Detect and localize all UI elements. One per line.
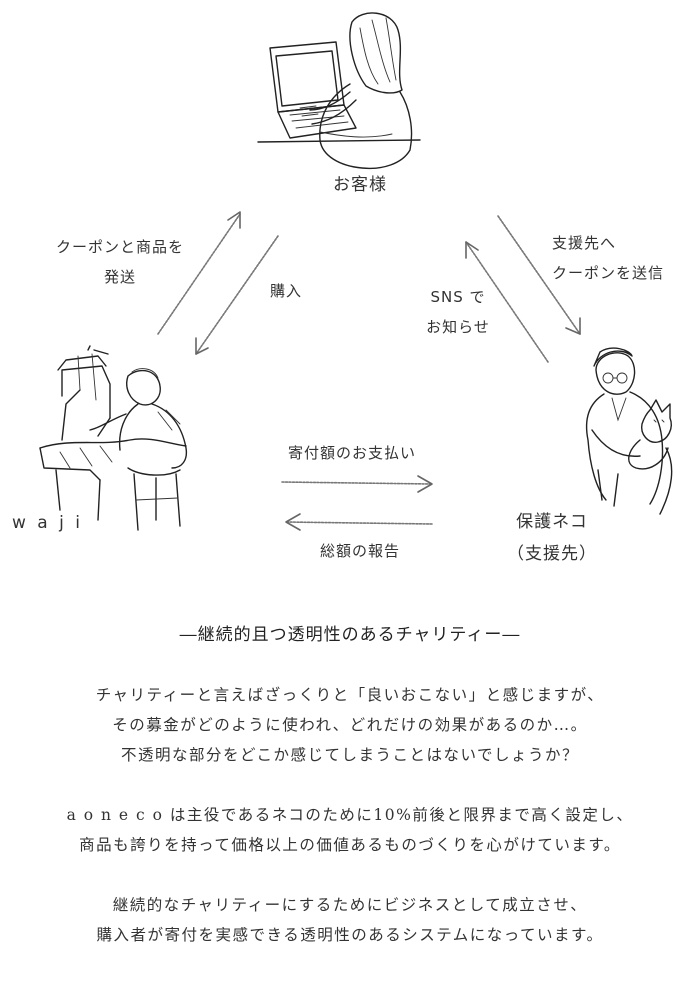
edge-label-waji-to-customer-line1: クーポンと商品を <box>55 238 184 256</box>
edge-label-shelter-to-customer-line1: SNS で <box>430 288 486 306</box>
edge-label-waji-to-shelter: 寄付額のお支払い <box>287 444 416 462</box>
paragraph-line: 継続的なチャリティーにするためにビジネスとして成立させ、 <box>112 896 588 914</box>
paragraph-line: 商品も誇りを持って価格以上の価値あるものづくりを心がけています。 <box>79 836 621 854</box>
edge-label-waji-to-customer: クーポンと商品を 発送 <box>40 232 200 292</box>
edge-label-customer-to-shelter: 支援先へ クーポンを送信 <box>552 228 692 288</box>
customer-label: お客様 <box>333 175 387 195</box>
edge-label-customer-to-waji: 購入 <box>269 282 302 300</box>
arrow-customer-to-waji <box>195 235 279 355</box>
customer-illustration <box>257 12 421 170</box>
edge-label-customer-to-shelter-line2: クーポンを送信 <box>552 264 665 282</box>
paragraph-line: 購入者が寄付を実感できる透明性のあるシステムになっています。 <box>96 926 604 944</box>
charity-flow-diagram <box>39 12 673 531</box>
edge-label-shelter-to-customer-line2: お知らせ <box>426 318 490 336</box>
waji-illustration <box>39 345 188 531</box>
shelter-label: 保護ネコ （支援先） <box>492 506 612 570</box>
paragraph-3: 継続的なチャリティーにするためにビジネスとして成立させ、 購入者が寄付を実感でき… <box>20 890 680 950</box>
shelter-label-line2: （支援先） <box>507 544 597 564</box>
paragraph-line: その募金がどのように使われ、どれだけの効果があるのか…。 <box>112 716 588 734</box>
shelter-label-line1: 保護ネコ <box>516 512 588 532</box>
edge-label-shelter-to-waji: 総額の報告 <box>319 542 400 560</box>
arrow-shelter-to-waji <box>285 513 433 531</box>
article-body: チャリティーと言えばざっくりと「良いおこない」と感じますが、 その募金がどのよう… <box>20 680 680 980</box>
paragraph-1: チャリティーと言えばざっくりと「良いおこない」と感じますが、 その募金がどのよう… <box>20 680 680 770</box>
arrow-customer-to-shelter <box>497 215 581 335</box>
edge-label-customer-to-shelter-line1: 支援先へ <box>552 234 617 252</box>
shelter-illustration <box>585 347 673 515</box>
paragraph-line: チャリティーと言えばざっくりと「良いおこない」と感じますが、 <box>95 686 605 704</box>
waji-label: w a j i <box>12 513 83 533</box>
paragraph-line: a o n e c o は主役であるネコのために10%前後と限界まで高く設定し、 <box>66 806 634 824</box>
edge-label-shelter-to-customer: SNS で お知らせ <box>408 282 508 342</box>
article-heading: ―継続的且つ透明性のあるチャリティー― <box>179 625 521 645</box>
edge-label-waji-to-customer-line2: 発送 <box>103 268 136 286</box>
paragraph-2: a o n e c o は主役であるネコのために10%前後と限界まで高く設定し、… <box>20 800 680 860</box>
paragraph-line: 不透明な部分をどこか感じてしまうことはないでしょうか？ <box>120 746 580 764</box>
arrow-shelter-to-customer <box>465 241 549 363</box>
arrow-waji-to-shelter <box>281 475 433 493</box>
arrow-waji-to-customer <box>157 211 241 335</box>
